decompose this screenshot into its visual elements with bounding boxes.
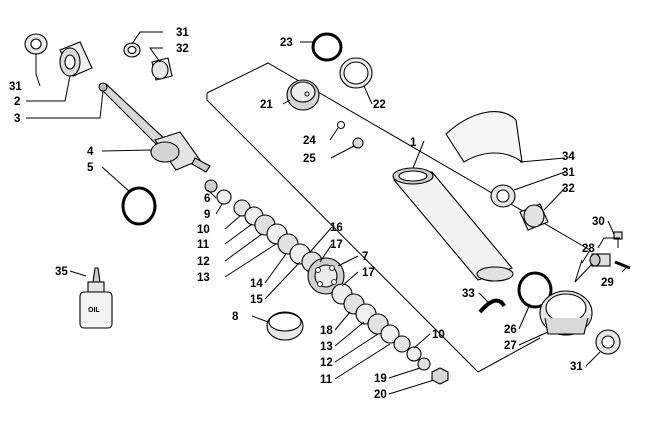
callout-14: 14: [250, 278, 263, 290]
part-30-bleed-screw: [613, 231, 623, 248]
callout-17-lower: 17: [362, 267, 375, 279]
part-33-hose: [478, 298, 506, 314]
callout-25: 25: [303, 153, 316, 165]
callout-35: 35: [55, 266, 68, 278]
assembly-frame-lower: [206, 93, 541, 373]
bottle-label: OIL: [88, 307, 100, 314]
callout-12-lower: 12: [320, 357, 333, 369]
callout-31-top-center: 31: [176, 27, 189, 39]
part-35-oil-bottle: OIL: [79, 267, 113, 329]
part-3-piston-shaft: [98, 82, 169, 149]
part-31-right-upper: [490, 184, 516, 208]
callout-23: 23: [280, 37, 293, 49]
callout-11-lower: 11: [320, 374, 333, 386]
callout-18: 18: [320, 325, 333, 337]
callout-6: 6: [204, 193, 210, 205]
part-26-o-ring: [517, 271, 553, 309]
callout-31-right-upper: 31: [562, 167, 575, 179]
part-25-valve: [352, 137, 364, 149]
part-22-cap-ring: [339, 57, 373, 89]
callout-24: 24: [303, 135, 316, 147]
callout-17-upper: 17: [330, 239, 343, 251]
callout-16: 16: [330, 222, 343, 234]
part-28-fitting: [589, 253, 611, 267]
callout-labels: 31 32 31 2 3 23 21 22 24 25 1 34 31 32 4…: [9, 27, 614, 401]
callout-34: 34: [562, 151, 575, 163]
callout-13-lower: 13: [320, 341, 333, 353]
callout-31-top-left: 31: [9, 81, 22, 93]
callout-26: 26: [504, 324, 517, 336]
callout-1: 1: [410, 137, 417, 149]
callout-22: 22: [373, 99, 386, 111]
leader-lines: [26, 31, 627, 395]
callout-11-upper: 11: [197, 239, 210, 251]
callout-4: 4: [87, 146, 94, 158]
callout-28: 28: [582, 243, 595, 255]
callout-5: 5: [87, 162, 94, 174]
part-34-heat-shield: [445, 111, 523, 164]
assembly-frame: [206, 62, 591, 264]
callout-15: 15: [250, 294, 263, 306]
part-24-ball: [337, 121, 345, 129]
callout-33: 33: [462, 288, 475, 300]
callout-7: 7: [362, 251, 368, 263]
callout-32-top-center: 32: [176, 43, 189, 55]
callout-32-right: 32: [562, 183, 575, 195]
callout-12-upper: 12: [197, 256, 210, 268]
valve-stack: [204, 179, 449, 385]
part-2-shaft-eye: [59, 41, 93, 77]
part-31-bottom-right: [595, 329, 621, 355]
part-31-top-left: [24, 33, 48, 55]
callout-21: 21: [260, 99, 273, 111]
callout-10-upper: 10: [197, 224, 210, 236]
callout-30: 30: [592, 216, 605, 228]
part-1-shock-body: [392, 167, 514, 282]
callout-3: 3: [14, 113, 20, 125]
callout-9: 9: [204, 209, 210, 221]
callout-10-lower: 10: [432, 329, 445, 341]
part-29-pin: [614, 260, 631, 270]
callout-19: 19: [374, 373, 387, 385]
part-32-right-sleeve: [519, 203, 549, 231]
callout-27: 27: [504, 340, 517, 352]
callout-2: 2: [14, 96, 20, 108]
callout-20: 20: [374, 389, 387, 401]
callout-31-bottom-right: 31: [570, 361, 583, 373]
part-4-shaft-body: [150, 131, 211, 173]
part-8-piston-band: [266, 311, 304, 341]
callout-8: 8: [232, 311, 239, 323]
callout-29: 29: [601, 277, 614, 289]
part-27-end-cap: [539, 290, 593, 336]
part-21-reservoir-cap: [286, 79, 320, 111]
callout-13-upper: 13: [197, 272, 210, 284]
part-31-top-center: [123, 42, 141, 58]
part-23-o-ring: [311, 32, 343, 62]
part-5-o-ring: [121, 186, 157, 226]
part-32-top-sleeve: [151, 57, 173, 81]
